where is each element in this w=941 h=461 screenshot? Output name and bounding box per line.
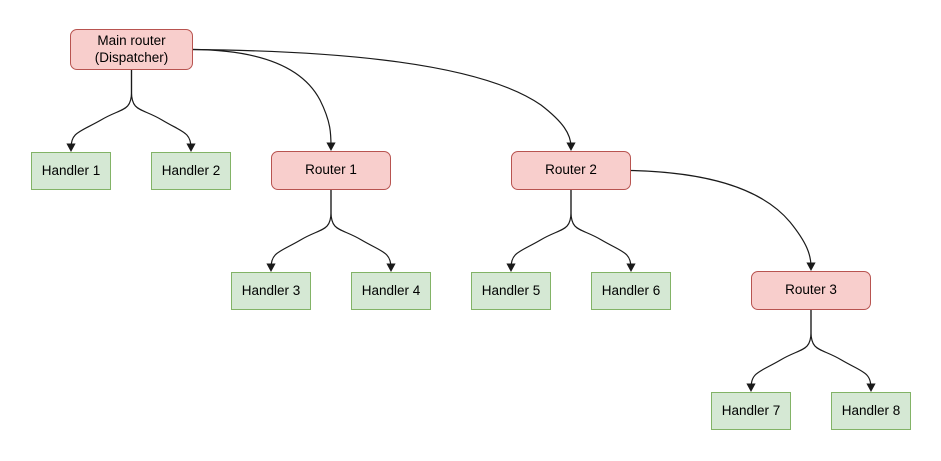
node-main-router[interactable]: Main router (Dispatcher) xyxy=(70,29,193,70)
edge-router-1-to-handler-4 xyxy=(330,189,392,269)
arrowhead-icon xyxy=(386,263,396,272)
node-handler-2[interactable]: Handler 2 xyxy=(151,152,231,190)
arrowhead-icon xyxy=(626,263,636,272)
node-label: Handler 7 xyxy=(721,402,781,418)
edge-router-2-to-handler-5 xyxy=(510,189,572,269)
arrowhead-icon xyxy=(266,263,276,272)
node-label: Router 1 xyxy=(305,162,357,178)
edge-router-3-to-handler-8 xyxy=(810,309,872,389)
arrowhead-icon xyxy=(746,383,756,392)
node-handler-5[interactable]: Handler 5 xyxy=(471,272,551,310)
node-label: Router 2 xyxy=(545,162,597,178)
edge-router-2-to-handler-6 xyxy=(570,189,632,269)
node-label: Router 3 xyxy=(785,282,837,298)
node-handler-1[interactable]: Handler 1 xyxy=(31,152,111,190)
node-label: Handler 1 xyxy=(41,162,101,178)
node-label: Handler 2 xyxy=(161,162,221,178)
arrowhead-icon xyxy=(326,142,336,151)
arrowhead-icon xyxy=(566,142,576,151)
node-router-1[interactable]: Router 1 xyxy=(271,151,391,190)
edge-router-2-to-router-3 xyxy=(630,169,812,268)
edge-main-router-to-handler-1 xyxy=(70,69,133,149)
node-label: Handler 6 xyxy=(601,282,661,298)
edge-main-router-to-router-1 xyxy=(192,48,332,148)
edge-router-1-to-handler-3 xyxy=(270,189,332,269)
edge-main-router-to-router-2 xyxy=(192,48,572,148)
node-handler-4[interactable]: Handler 4 xyxy=(351,272,431,310)
node-label: Handler 4 xyxy=(361,282,421,298)
node-label: Handler 5 xyxy=(481,282,541,298)
node-handler-3[interactable]: Handler 3 xyxy=(231,272,311,310)
arrowhead-icon xyxy=(866,383,876,392)
edge-router-3-to-handler-7 xyxy=(750,309,812,389)
arrowhead-icon xyxy=(186,143,196,152)
arrowhead-icon xyxy=(806,262,816,271)
node-handler-6[interactable]: Handler 6 xyxy=(591,272,671,310)
node-router-2[interactable]: Router 2 xyxy=(511,151,631,190)
node-handler-8[interactable]: Handler 8 xyxy=(831,392,911,430)
node-router-3[interactable]: Router 3 xyxy=(751,271,871,310)
node-label: Handler 8 xyxy=(841,402,901,418)
edge-main-router-to-handler-2 xyxy=(130,69,192,149)
arrowhead-icon xyxy=(506,263,516,272)
node-label: Handler 3 xyxy=(241,282,301,298)
node-label: Main router (Dispatcher) xyxy=(94,32,169,65)
arrowhead-icon xyxy=(66,143,76,152)
node-handler-7[interactable]: Handler 7 xyxy=(711,392,791,430)
